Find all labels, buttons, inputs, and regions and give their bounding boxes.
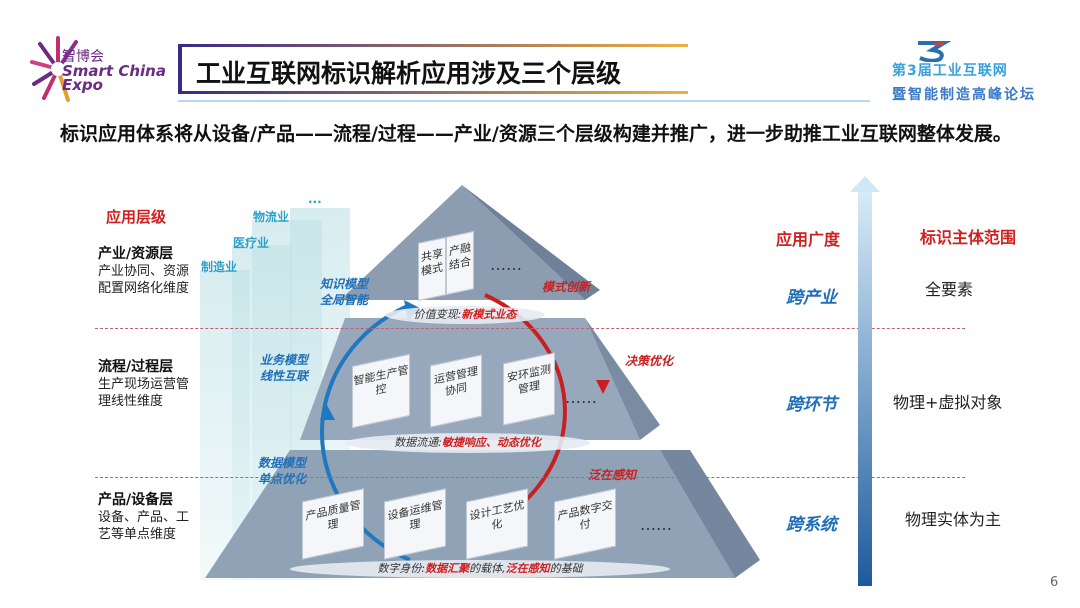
pyramid-mid-side [585, 318, 660, 440]
starburst-icon [30, 36, 78, 102]
divider-1 [95, 328, 965, 329]
label-decision-optimization: 决策优化 [625, 354, 674, 368]
industry-medical: 医疗业 [233, 236, 270, 250]
label-data-model: 数据模型单点优化 [258, 456, 307, 486]
page-title: 工业互联网标识解析应用涉及三个层级 [196, 59, 622, 88]
panel-shared-mode: 共享模式 [418, 237, 446, 301]
page-number: 6 [1050, 575, 1059, 590]
ellipsis-mid: …… [565, 388, 597, 407]
panel-operations: 运营管理协同 [430, 354, 482, 428]
band-data-flow: 数据流通:敏捷响应、动态优化 [345, 433, 590, 453]
breadth-cross-industry: 跨产业 [786, 288, 837, 308]
level-process: 流程/过程层 生产现场运营管理线性维度 [98, 358, 194, 410]
band-prefix: 数字身份: [377, 562, 426, 575]
smart-china-expo-logo: 智博会 Smart China Expo [28, 34, 178, 106]
ellipsis-bottom: …… [640, 515, 672, 534]
band-value: 价值变现:新模式业态 [385, 306, 545, 324]
title-frame [178, 44, 688, 94]
panel-smart-production: 智能生产管控 [352, 353, 410, 429]
event-logo-emblem-icon [918, 41, 952, 62]
label-business-model: 业务模型线性互联 [260, 353, 309, 383]
logo-cn: 智博会 [62, 49, 104, 65]
band-text: 的基础 [549, 562, 583, 575]
level-product: 产品/设备层 设备、产品、工艺等单点维度 [98, 491, 194, 543]
levels-header: 应用层级 [106, 208, 167, 226]
level-desc: 生产现场运营管理线性维度 [98, 377, 190, 409]
scope-header: 标识主体范围 [920, 228, 1017, 247]
event-logo-line2: 暨智能制造高峰论坛 [892, 87, 1036, 103]
title-underline [178, 100, 870, 102]
industry-manufacturing: 制造业 [201, 260, 238, 274]
event-logo: 第3届工业互联网 暨智能制造高峰论坛 [892, 40, 1062, 110]
label-pervasive-sensing: 泛在感知 [588, 468, 637, 482]
pyramid-bottom-side [660, 450, 760, 578]
subtitle: 标识应用体系将从设备/产品——流程/过程——产业/资源三个层级构建并推广，进一步… [60, 123, 1012, 145]
divider-2 [95, 477, 965, 478]
pyramid-top-side [462, 185, 600, 300]
level-name: 流程/过程层 [98, 359, 174, 375]
level-desc: 设备、产品、工艺等单点维度 [98, 510, 190, 542]
ellipsis-top: …… [490, 255, 522, 274]
logo-en-2: Expo [62, 76, 103, 94]
band-text: 的载体, [469, 562, 506, 575]
panel-safety-env: 安环监测管理 [503, 352, 555, 426]
panel-industry-finance: 产融结合 [446, 231, 474, 295]
label-mode-innovation: 模式创新 [542, 280, 591, 294]
scope-all-elements: 全要素 [925, 280, 974, 299]
level-name: 产业/资源层 [98, 246, 174, 262]
scope-physical-entities: 物理实体为主 [905, 510, 1002, 529]
band-highlight: 新模式业态 [461, 308, 517, 321]
band-prefix: 数据流通: [394, 436, 442, 449]
logo-en-1: Smart China [62, 62, 166, 80]
band-highlight: 泛在感知 [505, 562, 550, 575]
band-digital-id: 数字身份:数据汇聚的载体,泛在感知的基础 [290, 560, 670, 578]
industry-more: ... [308, 192, 322, 206]
red-arrowhead-icon [596, 380, 610, 394]
blue-arrowhead-icon [320, 405, 335, 420]
band-highlight: 敏捷响应、动态优化 [441, 436, 541, 449]
breadth-header: 应用广度 [776, 230, 841, 249]
breadth-cross-system: 跨系统 [786, 515, 837, 535]
band-highlight: 数据汇聚 [425, 562, 470, 575]
scope-physical-virtual: 物理+虚拟对象 [893, 393, 1003, 412]
level-name: 产品/设备层 [98, 492, 174, 508]
breadth-arrow-icon [850, 176, 880, 586]
band-prefix: 价值变现: [413, 308, 462, 321]
blue-cycle-arrow [319, 303, 411, 562]
level-desc: 产业协同、资源配置网络化维度 [98, 264, 190, 296]
level-industry: 产业/资源层 产业协同、资源配置网络化维度 [98, 245, 194, 297]
breadth-cross-process: 跨环节 [786, 395, 837, 415]
label-knowledge-model: 知识模型全局智能 [320, 277, 369, 307]
event-logo-line1: 第3届工业互联网 [892, 63, 1008, 79]
industry-logistics: 物流业 [253, 210, 290, 224]
